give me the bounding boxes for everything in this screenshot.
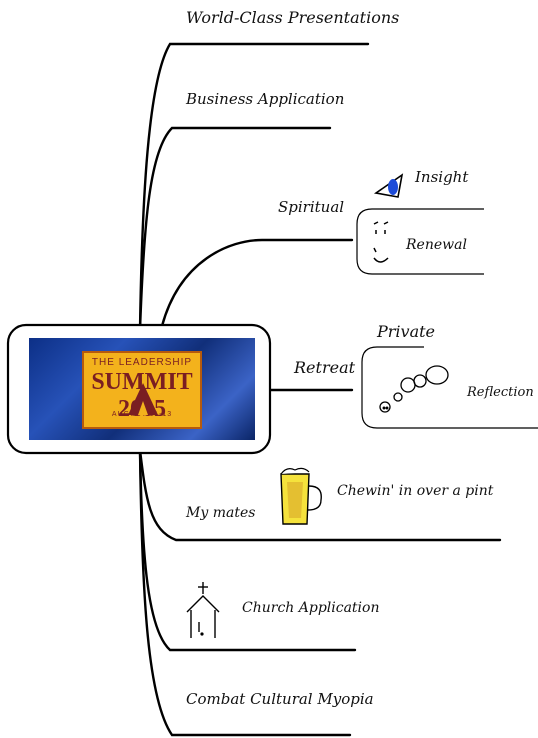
thought-bubble-icon: [379, 365, 449, 413]
sub-label-reflection[interactable]: Reflection: [467, 385, 534, 400]
logo-tile: THE LEADERSHIP SUMMIT 2005 AUGUST 11-13: [82, 351, 202, 429]
branch-line-combat: [138, 448, 352, 737]
church-icon: [186, 582, 220, 638]
sub-label-insight[interactable]: Insight: [415, 168, 469, 186]
branch-line-spiritual: [160, 238, 354, 328]
beer-mug-icon: [280, 467, 322, 525]
sub-branch-retreat: [361, 346, 538, 429]
branch-line-mates: [138, 448, 502, 542]
eye-icon: [373, 173, 404, 198]
sub-label-private[interactable]: Private: [377, 322, 436, 341]
branch-label-business[interactable]: Business Application: [186, 90, 345, 108]
summit-logo: THE LEADERSHIP SUMMIT 2005 AUGUST 11-13: [29, 338, 255, 440]
mountain-icon: [128, 383, 158, 415]
smiley-face-icon: [373, 221, 389, 263]
branch-label-church[interactable]: Church Application: [242, 600, 380, 616]
branch-lines: [138, 42, 502, 737]
sub-label-chewin[interactable]: Chewin' in over a pint: [337, 483, 494, 499]
branch-label-world-class[interactable]: World-Class Presentations: [186, 8, 400, 27]
branch-line-business: [138, 126, 332, 332]
branch-label-combat[interactable]: Combat Cultural Myopia: [186, 690, 374, 708]
branch-line-world-class: [138, 42, 370, 332]
branch-label-spiritual[interactable]: Spiritual: [278, 198, 345, 216]
sub-branches: [356, 208, 538, 429]
sub-branch-spiritual: [356, 208, 484, 275]
branch-label-retreat[interactable]: Retreat: [294, 358, 356, 377]
branch-label-mates[interactable]: My mates: [186, 505, 256, 521]
sub-label-renewal[interactable]: Renewal: [406, 237, 467, 253]
logo-line-1: THE LEADERSHIP: [91, 357, 193, 368]
branch-line-church: [138, 448, 357, 652]
